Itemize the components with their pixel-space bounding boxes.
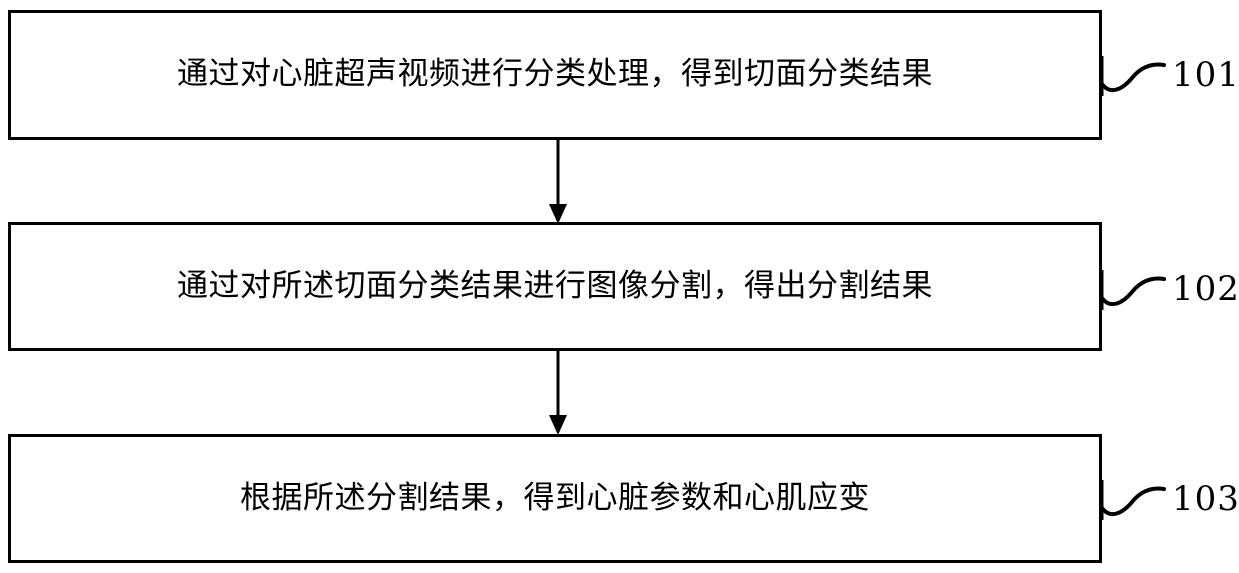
flow-step-label-103: 根据所述分割结果，得到心脏参数和心肌应变: [240, 479, 870, 516]
connector-arrow-101-to-102: [549, 140, 567, 224]
reference-number-102: 102: [1172, 269, 1239, 309]
flow-step-box-102[interactable]: 通过对所述切面分类结果进行图像分割，得出分割结果: [8, 222, 1102, 351]
flow-step-label-102: 通过对所述切面分类结果进行图像分割，得出分割结果: [177, 267, 933, 304]
reference-number-101: 101: [1172, 55, 1239, 95]
flow-step-label-101: 通过对心脏超声视频进行分类处理，得到切面分类结果: [177, 56, 933, 93]
leader-squiggle-icon-102: [1100, 270, 1166, 310]
flow-step-box-101[interactable]: 通过对心脏超声视频进行分类处理，得到切面分类结果: [8, 10, 1102, 140]
flow-step-box-103[interactable]: 根据所述分割结果，得到心脏参数和心肌应变: [8, 434, 1102, 563]
leader-squiggle-icon-103: [1100, 480, 1166, 520]
connector-arrow-102-to-103: [549, 351, 567, 435]
leader-squiggle-icon-101: [1100, 56, 1166, 96]
reference-number-103: 103: [1172, 479, 1239, 519]
